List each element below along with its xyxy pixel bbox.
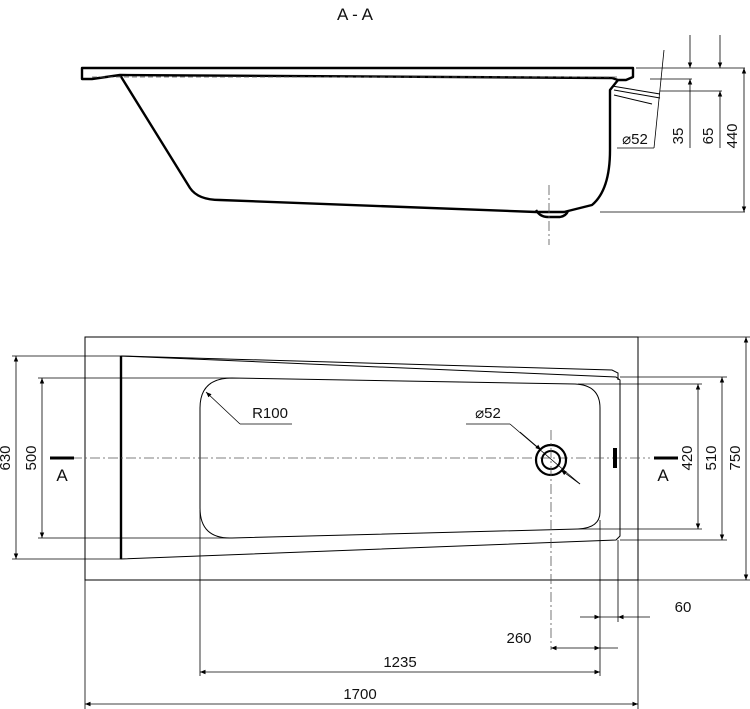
plan-dim-1700: 1700	[343, 686, 376, 703]
section-overflow-outlet	[611, 85, 661, 105]
plan-view: A A	[0, 336, 750, 709]
section-marker-left-label: A	[56, 466, 68, 485]
section-title: A - A	[337, 5, 374, 24]
section-dim-65: 65	[700, 128, 717, 145]
dim-drain-arrow	[519, 431, 542, 451]
plan-dim-radius: R100	[252, 405, 288, 422]
section-marker-right-label: A	[657, 466, 669, 485]
plan-dim-510: 510	[703, 445, 720, 470]
plan-dim-420: 420	[679, 445, 696, 470]
dim-radius-leader	[205, 391, 241, 425]
dim-outlet-leader	[653, 49, 665, 149]
plan-outer-rim	[84, 336, 639, 581]
plan-dim-60: 60	[675, 599, 692, 616]
plan-dim-500: 500	[23, 445, 40, 470]
plan-dim-260: 260	[506, 630, 531, 647]
section-rim	[80, 66, 635, 82]
section-dim-440: 440	[724, 123, 741, 148]
section-tub-profile	[118, 74, 619, 214]
section-dim-outlet: ⌀52	[622, 131, 648, 148]
section-drain-bump	[534, 209, 570, 219]
dim-drain-arrow-2	[560, 469, 581, 485]
plan-dim-630: 630	[0, 445, 14, 470]
plan-inner-shell-outer	[120, 355, 619, 380]
plan-dim-1235: 1235	[383, 654, 416, 671]
plan-overflow-mark	[613, 448, 617, 468]
section-view: A - A ⌀52 35 65 440	[80, 5, 747, 245]
plan-dim-drain: ⌀52	[475, 405, 501, 422]
section-dim-35: 35	[670, 128, 687, 145]
plan-inner-shell	[120, 355, 621, 560]
plan-dim-750: 750	[727, 445, 744, 470]
dim-drain-leader	[509, 423, 581, 485]
